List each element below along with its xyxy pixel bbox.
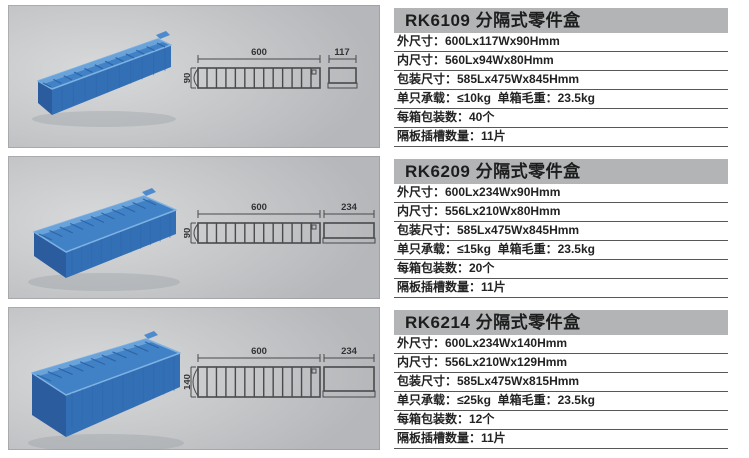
product-row-rk6209: 90 600 234 RK6209 分隔式零件盒 外尺寸：600Lx234Wx9… <box>8 156 728 299</box>
dim-width-label: 117 <box>334 47 349 58</box>
spec-divider-slots: 隔板插槽数量：11片 <box>394 430 728 449</box>
dim-length-label: 600 <box>251 47 267 58</box>
dim-width-label: 234 <box>341 202 358 213</box>
spec-outer-size: 外尺寸：600Lx234Wx140Hmm <box>394 335 728 354</box>
spec-packing-size: 包装尺寸：585Lx475Wx815Hmm <box>394 373 728 392</box>
spec-qty-per-box: 每箱包装数：12个 <box>394 411 728 430</box>
spec-inner-size: 内尺寸：560Lx94Wx80Hmm <box>394 52 728 71</box>
spec-outer-size: 外尺寸：600Lx117Wx90Hmm <box>394 33 728 52</box>
spec-inner-size: 内尺寸：556Lx210Wx129Hmm <box>394 354 728 373</box>
technical-drawing: 140 600 234 <box>184 346 376 398</box>
spec-panel: RK6109 分隔式零件盒 外尺寸：600Lx117Wx90Hmm 内尺寸：56… <box>394 5 728 148</box>
product-visual-panel: 90 600 117 <box>8 5 380 148</box>
spec-inner-size: 内尺寸：556Lx210Wx80Hmm <box>394 203 728 222</box>
product-row-rk6109: 90 600 117 RK6109 分隔式零件盒 外尺寸：600Lx117Wx9… <box>8 5 728 148</box>
dim-height-label: 90 <box>184 73 193 84</box>
spec-outer-size: 外尺寸：600Lx234Wx90Hmm <box>394 184 728 203</box>
dim-height-label: 140 <box>184 374 193 390</box>
product-photo <box>28 188 180 291</box>
dim-length-label: 600 <box>251 202 267 213</box>
spec-divider-slots: 隔板插槽数量：11片 <box>394 279 728 298</box>
technical-drawing: 90 600 234 <box>184 202 376 244</box>
dim-height-label: 90 <box>184 228 193 239</box>
product-photo <box>32 31 176 127</box>
spec-load-weight: 单只承载：≤10kg 单箱毛重：23.5kg <box>394 90 728 109</box>
product-visual-panel: 140 600 234 <box>8 307 380 450</box>
spec-qty-per-box: 每箱包装数：40个 <box>394 109 728 128</box>
dim-width-label: 234 <box>341 346 358 357</box>
technical-drawing: 90 600 117 <box>184 47 358 89</box>
product-title: RK6109 分隔式零件盒 <box>394 8 728 33</box>
product-row-rk6214: 140 600 234 RK6214 分隔式零件盒 外尺寸：600Lx234Wx… <box>8 307 728 450</box>
spec-panel: RK6209 分隔式零件盒 外尺寸：600Lx234Wx90Hmm 内尺寸：55… <box>394 156 728 299</box>
spec-packing-size: 包装尺寸：585Lx475Wx845Hmm <box>394 71 728 90</box>
product-visual-panel: 90 600 234 <box>8 156 380 299</box>
spec-packing-size: 包装尺寸：585Lx475Wx845Hmm <box>394 222 728 241</box>
spec-divider-slots: 隔板插槽数量：11片 <box>394 128 728 147</box>
spec-load-weight: 单只承载：≤25kg 单箱毛重：23.5kg <box>394 392 728 411</box>
dim-length-label: 600 <box>251 346 267 357</box>
product-title: RK6214 分隔式零件盒 <box>394 310 728 335</box>
spec-panel: RK6214 分隔式零件盒 外尺寸：600Lx234Wx140Hmm 内尺寸：5… <box>394 307 728 450</box>
product-photo <box>28 331 184 450</box>
spec-qty-per-box: 每箱包装数：20个 <box>394 260 728 279</box>
product-title: RK6209 分隔式零件盒 <box>394 159 728 184</box>
spec-load-weight: 单只承载：≤15kg 单箱毛重：23.5kg <box>394 241 728 260</box>
